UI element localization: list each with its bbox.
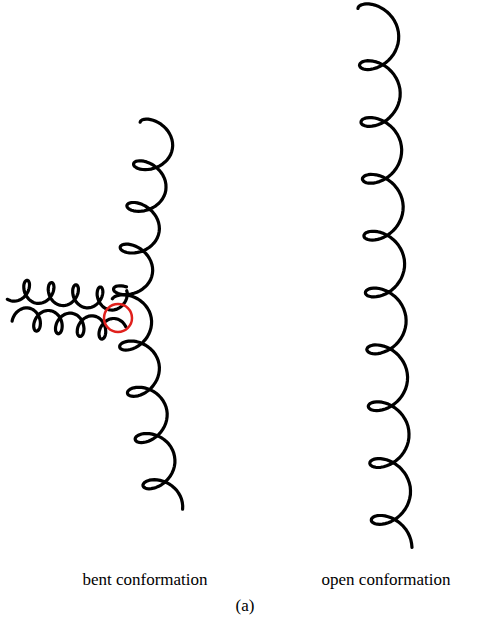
bent-coil-arm-return (12, 308, 126, 339)
panel-label: open conformation (322, 570, 451, 590)
bent-coil-lower (112, 295, 182, 509)
bent-coil-upper (114, 119, 173, 295)
open-coil (358, 4, 412, 548)
figure-tag: (a) (236, 596, 255, 616)
panel-label: bent conformation (82, 570, 207, 590)
highlight-circle (104, 304, 132, 332)
